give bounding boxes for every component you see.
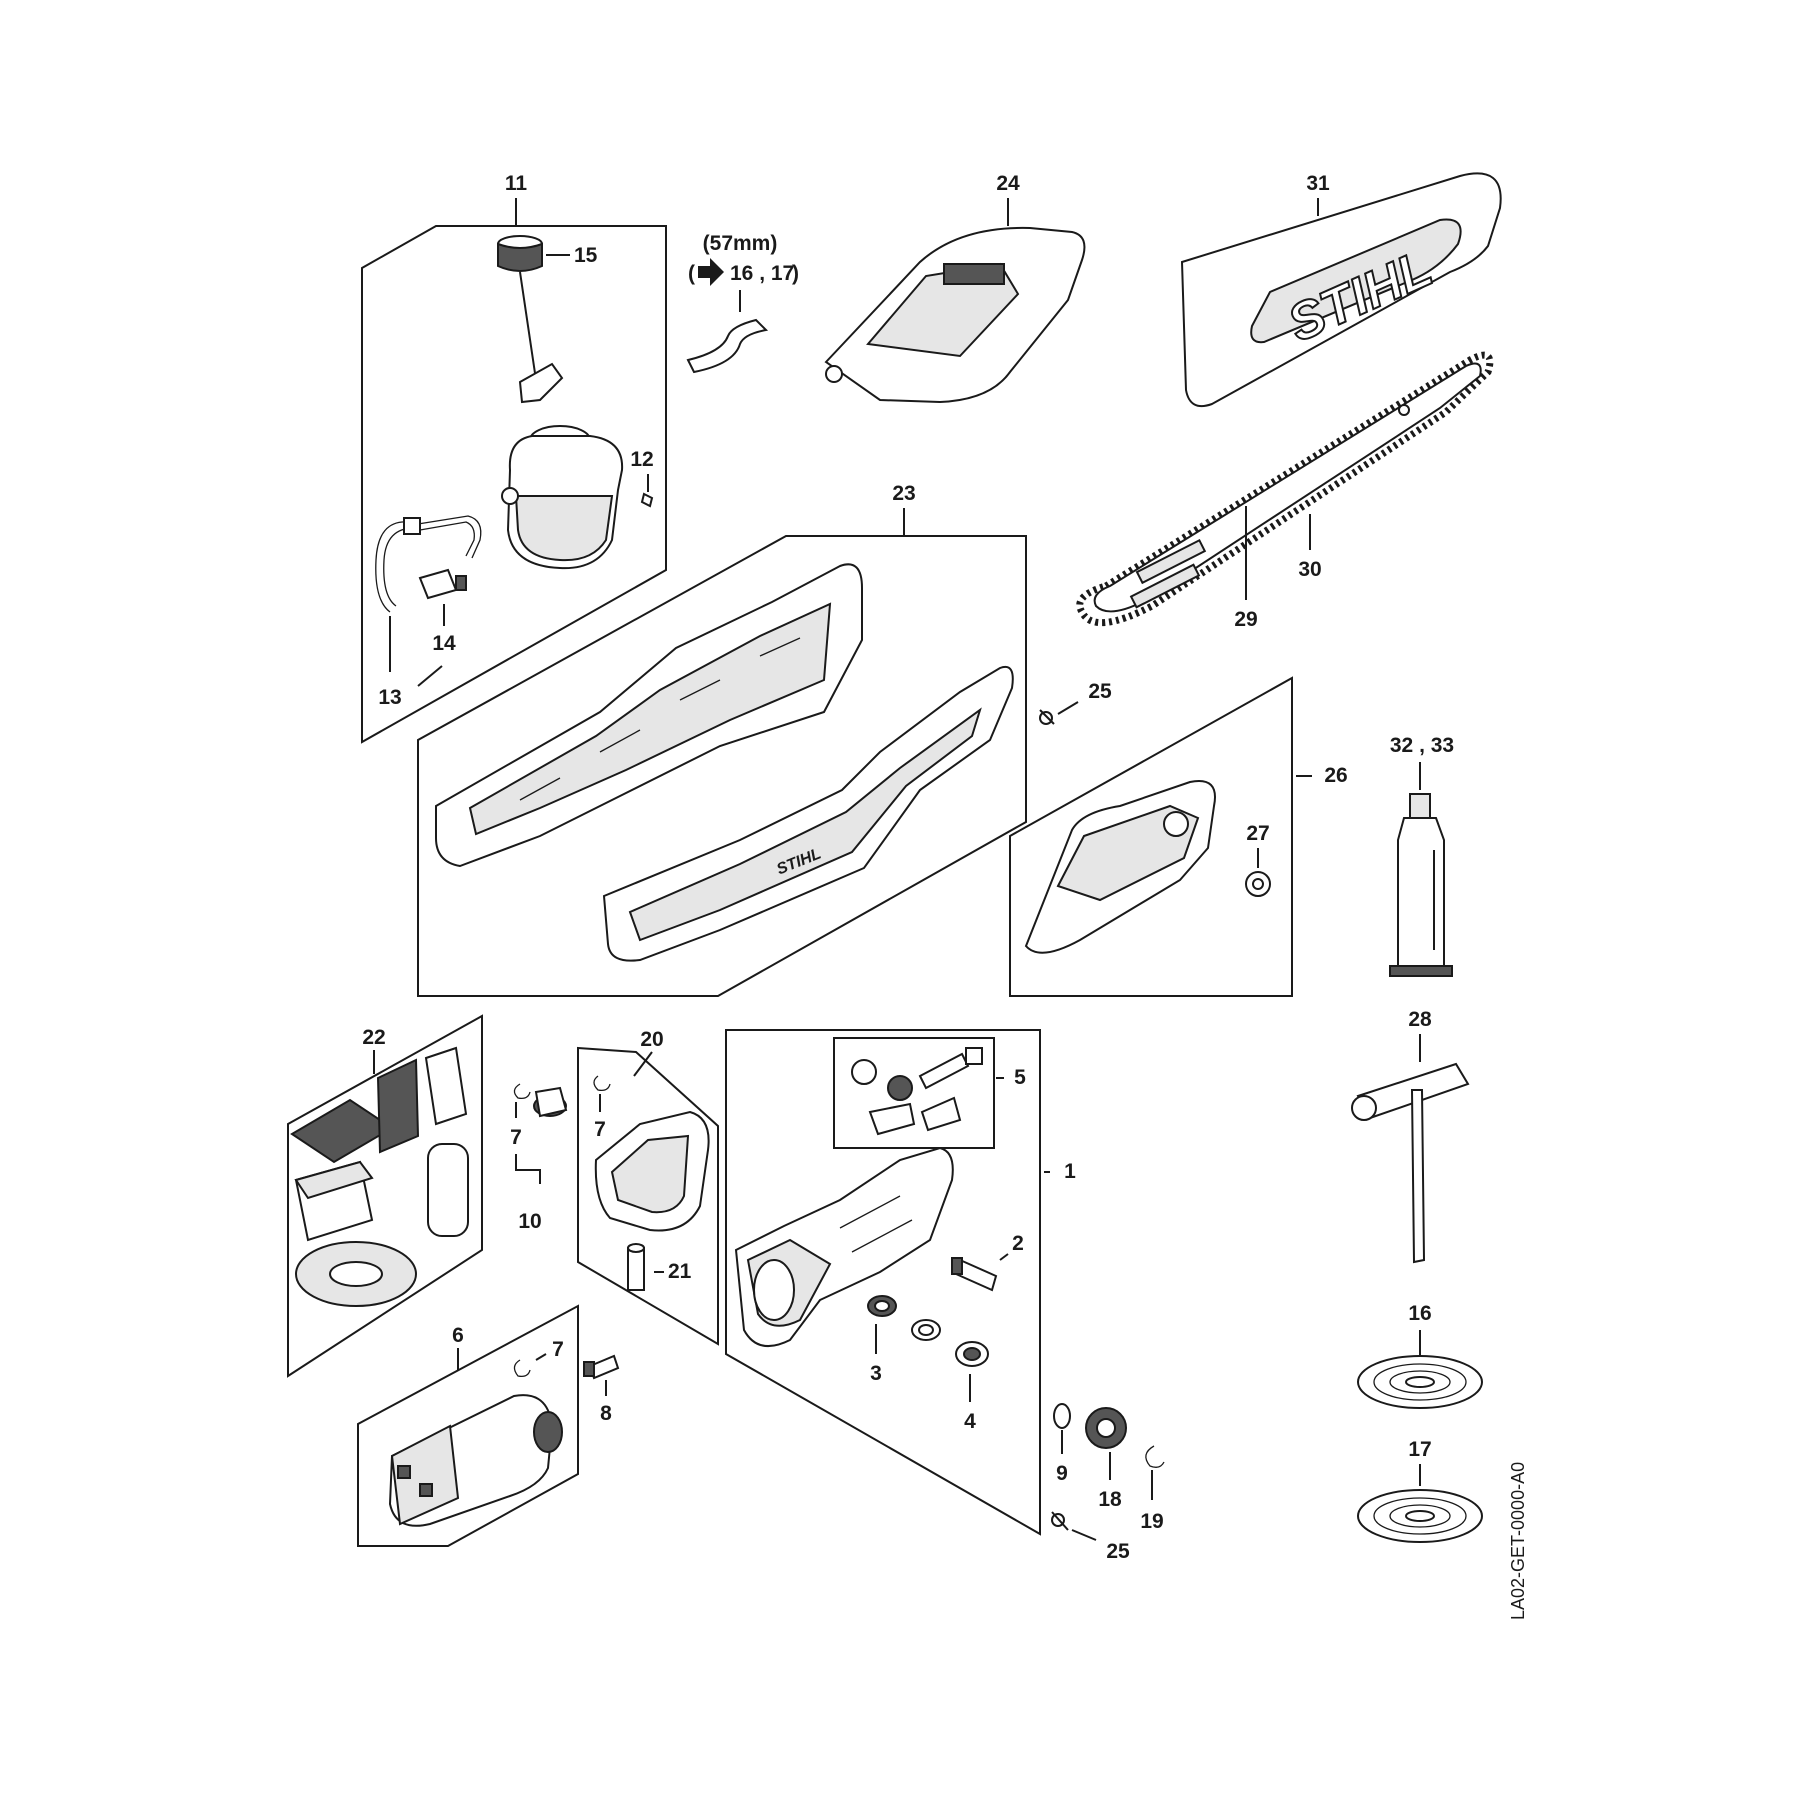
callout-6: 6 <box>452 1324 464 1347</box>
callout-17: 17 <box>1408 1438 1431 1461</box>
nut-27 <box>1245 871 1271 897</box>
callout-20: 20 <box>640 1028 663 1051</box>
washer-16: 16 <box>1357 1302 1483 1409</box>
group-26-sprocket-cover: 26 <box>1009 676 1348 997</box>
callout-27: 27 <box>1246 822 1269 845</box>
callout-7-left: 7 <box>510 1126 522 1149</box>
hose-note: (57mm) ( 16 , 17 ) <box>686 232 799 374</box>
callout-21: 21 <box>668 1260 692 1283</box>
part-10 <box>533 1086 568 1118</box>
short-hose-part <box>686 318 769 374</box>
callout-26: 26 <box>1324 764 1347 787</box>
group-26-frame <box>1009 676 1293 997</box>
screw-8 <box>583 1354 620 1380</box>
svg-text:(: ( <box>688 262 695 285</box>
ring-part <box>911 1319 941 1341</box>
drawing-code: LA02-GET-0000-A0 <box>1508 1462 1528 1620</box>
callout-25-lower: 25 <box>1106 1540 1130 1563</box>
callout-16: 16 <box>1408 1302 1431 1325</box>
callout-5: 5 <box>1014 1066 1026 1089</box>
hose-length: (57mm) <box>703 232 778 255</box>
callout-10: 10 <box>518 1210 541 1233</box>
callout-2: 2 <box>1012 1232 1024 1255</box>
stud-2 <box>951 1257 998 1292</box>
group-20-frame <box>577 1046 719 1346</box>
callout-24: 24 <box>996 172 1020 195</box>
callout-23: 23 <box>892 482 915 505</box>
callout-13: 13 <box>378 686 401 709</box>
combination-wrench-part: 28 <box>1351 1008 1470 1264</box>
oil-hose-part <box>375 515 482 613</box>
spring-clip-7-left <box>513 1083 531 1100</box>
group-23-frame <box>417 535 1027 997</box>
bearing-4 <box>955 1341 989 1367</box>
callout-14: 14 <box>432 632 456 655</box>
group-5-frame <box>833 1037 995 1149</box>
callout-4: 4 <box>964 1410 976 1433</box>
screw-25-lower <box>1051 1511 1069 1531</box>
callout-3: 3 <box>870 1362 882 1385</box>
callout-31: 31 <box>1306 172 1330 195</box>
hose-refer-label: 16 , 17 <box>730 262 794 285</box>
group-20-cover: 20 7 <box>577 1028 719 1346</box>
callout-1: 1 <box>1064 1160 1076 1183</box>
callout-30: 30 <box>1298 558 1321 581</box>
screw-12 <box>640 492 654 508</box>
bearing-3 <box>867 1295 897 1317</box>
callout-7-lower: 7 <box>552 1338 564 1361</box>
grease-tube-part: 32 , 33 <box>1389 734 1454 977</box>
group-22-frame <box>287 1014 483 1378</box>
washer-17: 17 <box>1357 1438 1483 1543</box>
oil-cap-part <box>497 235 564 404</box>
sprocket-18 <box>1085 1407 1127 1449</box>
group-1-gear-housing: 1 5 3 4 <box>725 1029 1076 1536</box>
part-30-saw-chain <box>1076 351 1494 627</box>
chain-tensioner-part <box>851 1047 983 1136</box>
group-22-filter-kit: 22 <box>287 1014 483 1378</box>
group-6-frame <box>357 1304 579 1547</box>
washer-9 <box>1053 1403 1071 1429</box>
callout-8: 8 <box>600 1402 612 1425</box>
callout-25-upper: 25 <box>1088 680 1112 703</box>
svg-text:): ) <box>792 262 799 285</box>
group-11-frame <box>361 225 667 744</box>
callout-7-mid: 7 <box>594 1118 606 1141</box>
callout-9: 9 <box>1056 1462 1068 1485</box>
part-24-cover: 24 <box>824 172 1086 404</box>
callout-18: 18 <box>1098 1488 1122 1511</box>
right-arrow-icon <box>698 258 724 286</box>
callout-12: 12 <box>630 448 653 471</box>
group-11-oil-tank: 11 15 12 <box>361 172 667 744</box>
group-23-housing: 23 STIHL <box>417 482 1027 997</box>
e-clip-19 <box>1145 1445 1165 1468</box>
callout-29: 29 <box>1234 608 1257 631</box>
group-6-motor: 6 7 <box>357 1304 579 1547</box>
callout-15: 15 <box>574 244 598 267</box>
callout-32-33: 32 , 33 <box>1390 734 1454 757</box>
callout-22: 22 <box>362 1026 385 1049</box>
screw-25-upper <box>1039 709 1055 725</box>
callout-11: 11 <box>505 172 528 195</box>
callout-19: 19 <box>1140 1510 1163 1533</box>
group-1-frame <box>725 1029 1041 1536</box>
callout-28: 28 <box>1408 1008 1432 1031</box>
oil-tank-part <box>501 425 624 570</box>
